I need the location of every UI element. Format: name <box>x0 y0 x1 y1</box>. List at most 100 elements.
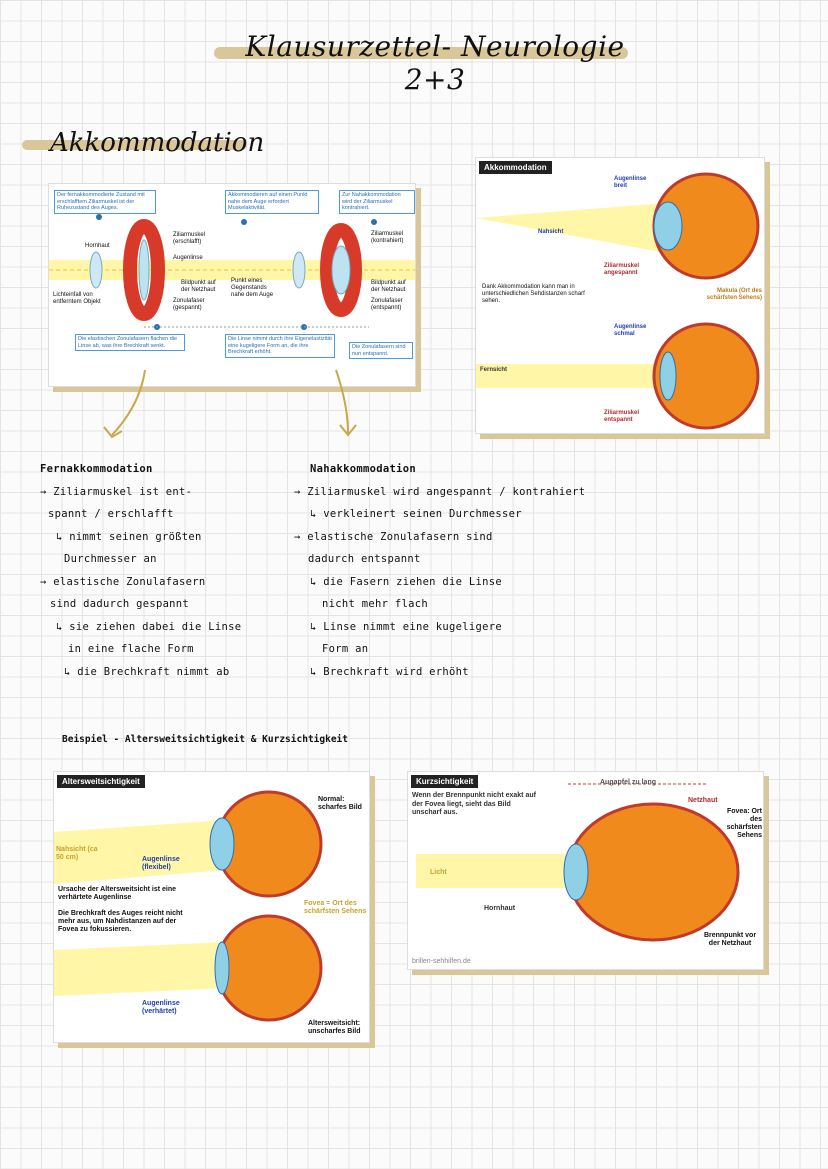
label-normal: Normal: scharfes Bild <box>318 796 362 811</box>
near-light-cone <box>476 203 666 253</box>
label-zonula-2: Zonulafaser (entspannt) <box>371 298 403 311</box>
accommodation-lens-diagram: Der fernakkommodierte Zustand mit erschl… <box>48 183 416 387</box>
callout-e: Die Linse nimmt durch ihre Eigenelastizi… <box>225 334 335 358</box>
light-bar <box>416 854 576 888</box>
note-line: ↳ Brechkraft wird erhöht <box>310 665 469 678</box>
section-title: Akkommodation <box>50 128 265 158</box>
note-line: in eine flache Form <box>68 643 194 655</box>
label-hornhaut-kurz: Hornhaut <box>484 905 516 912</box>
notes-nahakkommodation: Nahakkommodation → Ziliarmuskel wird ang… <box>294 458 624 683</box>
label-netzhaut: Netzhaut <box>688 797 718 804</box>
eye-diagram-graphic <box>476 172 760 430</box>
note-line: dadurch entspannt <box>308 553 421 565</box>
far-light-beam <box>476 364 666 388</box>
near-light-2 <box>54 942 226 996</box>
presbyopia-graphic <box>54 790 323 1022</box>
note-line: ↳ die Brechkraft nimmt ab <box>64 665 230 678</box>
tag-alters: Altersweitsichtigkeit <box>57 775 145 788</box>
cornea-shape <box>89 251 103 289</box>
label-ziliar-relaxed: Ziliarmuskel (erschlafft) <box>173 232 206 245</box>
near-light-1 <box>54 820 226 884</box>
note-line: → elastische Zonulafasern <box>40 575 206 588</box>
callout-b: Akkommodieren auf einen Punkt nahe dem A… <box>225 190 319 214</box>
page-title: Klausurzettel- Neurologie 2+3 <box>245 30 625 96</box>
tag-akkommodation: Akkommodation <box>479 161 552 174</box>
lens-myopia <box>563 843 589 901</box>
note-line: nicht mehr flach <box>322 598 428 610</box>
note-line: ↳ Linse nimmt eine kugeligere <box>310 620 503 633</box>
arrow-right <box>335 369 349 434</box>
label-fovea: Fovea = Ort des schärfsten Sehens <box>304 900 367 915</box>
myopia-graphic <box>416 783 740 942</box>
label-zonula-1: Zonulafaser (gespannt) <box>173 298 205 311</box>
eye-presbyopic <box>215 914 323 1022</box>
note-line: sind dadurch gespannt <box>50 598 190 610</box>
label-brennpunkt: Brennpunkt vor der Netzhaut <box>703 932 757 947</box>
cornea-shape-2 <box>292 251 306 289</box>
label-licht: Licht <box>430 869 447 876</box>
arrow-right-head <box>339 424 357 437</box>
text-kurz: Wenn der Brennpunkt nicht exakt auf der … <box>412 792 536 816</box>
lens-hardened <box>214 941 230 995</box>
presbyopia-diagram: Altersweitsichtigkeit Normal: scharfes B… <box>53 771 370 1043</box>
arrow-left <box>111 369 146 436</box>
callout-f: Die Zonulafasern sind nun entspannt. <box>349 342 413 359</box>
label-nahsicht: Nahsicht <box>538 229 564 235</box>
eyeball-bottom <box>652 322 760 430</box>
eye-accommodation-diagram: Akkommodation Augenlinse breit Nahsicht … <box>475 157 765 434</box>
marker-a <box>96 214 102 220</box>
label-bildpunkt-2: Bildpunkt auf der Netzhaut <box>371 280 406 293</box>
myopia-diagram: Kurzsichtigkeit Wenn der Brennpunkt nich… <box>407 771 764 970</box>
label-augapfel: Augapfel zu lang <box>600 779 656 786</box>
label-ziliar-contracted: Ziliarmuskel (kontrahiert) <box>371 231 404 244</box>
note-line: Durchmesser an <box>64 553 157 565</box>
note-line: ↳ nimmt seinen größten <box>56 530 202 543</box>
source-label: brillen-sehhilfen.de <box>412 958 471 965</box>
text-ursache-2: Die Brechkraft des Auges reicht nicht me… <box>58 910 183 933</box>
notes-left-heading: Fernakkommodation <box>40 463 153 475</box>
label-punkt: Punkt eines Gegenstands nahe dem Auge <box>231 278 274 298</box>
note-line: → Ziliarmuskel wird angespannt / kontrah… <box>294 485 586 498</box>
label-lens-narrow: Augenlinse schmal <box>614 324 647 337</box>
marker-b <box>241 219 247 225</box>
label-ciliary-relaxed: Ziliarmuskel entspannt <box>604 410 640 423</box>
section-highlight <box>22 140 247 150</box>
text-ursache-1: Ursache der Altersweitsicht ist eine ver… <box>58 886 177 901</box>
marker-c <box>371 219 377 225</box>
label-lens-wide: Augenlinse breit <box>614 176 647 189</box>
label-fovea-kurz: Fovea: Ort des schärfsten Sehens <box>726 808 762 839</box>
label-nahsicht-50: Nahsicht (ca 50 cm) <box>56 846 98 861</box>
label-fernsicht: Fernsicht <box>480 367 508 373</box>
label-ciliary-tense: Ziliarmuskel angespannt <box>604 263 640 276</box>
label-augenlinse: Augenlinse <box>173 255 203 261</box>
note-line: → Ziliarmuskel ist ent- <box>40 485 193 498</box>
label-makula: Makula (Ort des schärfsten Sehens) <box>706 288 762 301</box>
lens-flat <box>138 239 150 301</box>
hand-arrows <box>103 369 357 439</box>
lens-thick <box>653 201 683 251</box>
label-lens-hardened: Augenlinse (verhärtet) <box>142 1000 180 1015</box>
title-highlight <box>214 47 628 59</box>
lens-flexible <box>209 817 235 871</box>
note-line: Form an <box>322 643 369 655</box>
note-line: → elastische Zonulafasern sind <box>294 530 493 543</box>
label-unscharf: Altersweitsicht: unscharfes Bild <box>308 1020 361 1035</box>
label-hornhaut: Hornhaut <box>85 243 110 249</box>
tag-kurz: Kurzsichtigkeit <box>411 775 479 788</box>
lens-round <box>331 245 351 295</box>
label-lens-flexible: Augenlinse (flexibel) <box>142 856 180 871</box>
ciliary-ring-contracted <box>320 223 362 317</box>
arrow-left-head <box>103 426 123 439</box>
callout-c: Zur Nahakkommodation wird der Ziliarmusk… <box>339 190 415 214</box>
note-line: ↳ sie ziehen dabei die Linse <box>56 620 242 633</box>
note-line: ↳ die Fasern ziehen die Linse <box>310 575 503 588</box>
text-akkommodation: Dank Akkommodation kann man in unterschi… <box>482 284 585 304</box>
example-title: Beispiel - Altersweitsichtigkeit & Kurzs… <box>62 734 348 745</box>
label-lichteinfall: Lichteinfall von entferntem Objekt <box>53 292 101 305</box>
ciliary-ring-relaxed <box>123 219 165 321</box>
elongated-eyeball <box>566 802 740 942</box>
callout-a: Der fernakkommodierte Zustand mit erschl… <box>54 190 156 214</box>
notes-right-heading: Nahakkommodation <box>310 463 416 475</box>
notes-fernakkommodation: Fernakkommodation → Ziliarmuskel ist ent… <box>40 458 300 683</box>
lens-thin <box>659 351 677 401</box>
